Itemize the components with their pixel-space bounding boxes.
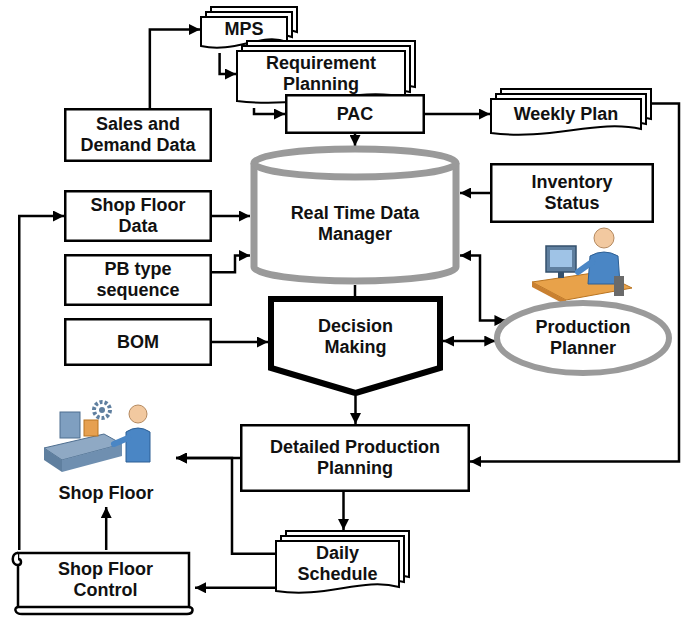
flow-arrow xyxy=(354,396,357,424)
text-holder: Sales and Demand Data xyxy=(64,108,212,162)
node-label: Daily Schedule xyxy=(288,543,388,584)
text-holder: Weekly Plan xyxy=(490,88,652,140)
text-holder: Shop Floor Data xyxy=(64,190,212,242)
flow-arrow xyxy=(470,104,679,462)
node-label: PB type sequence xyxy=(78,259,198,300)
flow-arrow xyxy=(212,341,268,344)
input-box: Sales and Demand Data xyxy=(64,108,212,162)
flow-arrow xyxy=(105,507,108,550)
icon-label: Shop Floor xyxy=(36,395,176,507)
text-holder: Real Time Data Manager xyxy=(250,145,460,285)
node-label: Decision Making xyxy=(301,316,411,357)
flow-arrow xyxy=(150,30,200,109)
text-holder: Detailed Production Planning xyxy=(240,424,470,492)
node-label: Weekly Plan xyxy=(514,104,619,125)
flow-arrow xyxy=(443,340,495,343)
input-box: Inventory Status xyxy=(490,163,654,223)
text-holder: Shop Floor Control xyxy=(10,550,195,616)
planner-icon xyxy=(532,228,632,305)
flow-arrow xyxy=(212,215,250,218)
flow-arrow xyxy=(460,192,490,195)
flow-arrow xyxy=(19,216,64,550)
shop-floor-icon xyxy=(44,402,150,472)
input-box: BOM xyxy=(64,318,212,366)
node-label: MPS xyxy=(224,19,263,40)
text-holder: PB type sequence xyxy=(64,254,212,306)
node-label: Shop Floor Data xyxy=(83,195,193,236)
input-box: PB type sequence xyxy=(64,254,212,306)
text-holder: BOM xyxy=(64,318,212,366)
node-label: Production Planner xyxy=(523,317,643,358)
node-label: BOM xyxy=(117,332,159,353)
database-cylinder: Real Time Data Manager xyxy=(250,145,460,285)
flow-arrow xyxy=(460,256,505,321)
flow-arrow xyxy=(195,587,275,590)
process-box: Detailed Production Planning xyxy=(240,424,470,492)
flow-arrow xyxy=(354,134,357,146)
node-label: Sales and Demand Data xyxy=(73,114,203,155)
role-ellipse: Production Planner xyxy=(494,300,672,376)
text-holder: Production Planner xyxy=(494,300,672,376)
process-box: PAC xyxy=(285,94,425,134)
node-label: PAC xyxy=(337,104,374,125)
flow-arrow xyxy=(354,285,357,296)
node-label: Detailed Production Planning xyxy=(255,437,455,478)
flow-arrow xyxy=(425,113,490,116)
text-holder: Inventory Status xyxy=(490,163,654,223)
decision-shape: Decision Making xyxy=(268,296,443,396)
flow-arrow xyxy=(212,256,250,273)
text-holder: Decision Making xyxy=(268,296,443,396)
flow-arrow xyxy=(254,108,285,114)
document-stack: Daily Schedule xyxy=(275,530,410,598)
text-holder: PAC xyxy=(285,94,425,134)
document-stack: Weekly Plan xyxy=(490,88,652,140)
scroll-shape: Shop Floor Control xyxy=(10,550,195,616)
text-holder: Shop Floor xyxy=(36,395,176,507)
flow-arrow xyxy=(342,492,345,530)
input-box: Shop Floor Data xyxy=(64,190,212,242)
node-label: Shop Floor Control xyxy=(46,559,166,600)
text-holder: Daily Schedule xyxy=(275,530,410,598)
node-label: Real Time Data Manager xyxy=(270,203,440,244)
node-label: Requirement Planning xyxy=(246,53,396,94)
node-label: Inventory Status xyxy=(517,172,627,213)
node-label: Shop Floor xyxy=(59,483,154,504)
flow-arrow xyxy=(220,53,236,74)
